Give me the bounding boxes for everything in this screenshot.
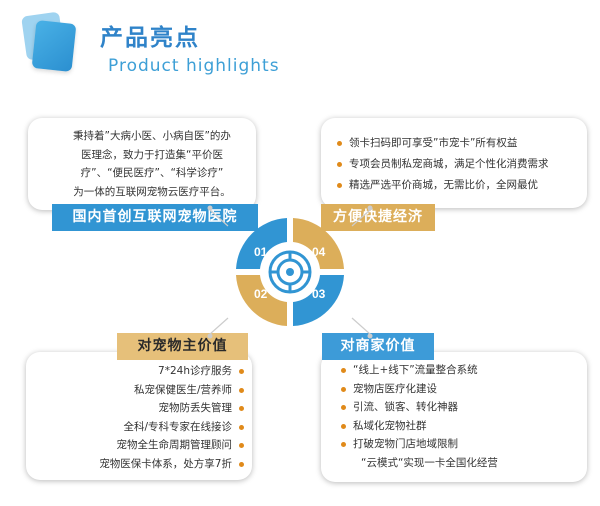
- description-line: 医理念，致力于打造集“平价医: [81, 148, 223, 161]
- card-description: 秉持着”大病小医、小病自医”的办 医理念，致力于打造集“平价医 疗”、“便民医疗…: [56, 127, 248, 201]
- quadrant-03: [293, 275, 344, 326]
- bullet-dot-icon: [337, 183, 342, 188]
- connector-dot: [207, 333, 213, 339]
- list-item: “线上+线下”流量整合系统: [339, 361, 498, 380]
- connector-dot: [367, 333, 373, 339]
- list-item: 打破宠物门店地域限制: [339, 435, 498, 454]
- bullet-dot-icon: [239, 387, 244, 393]
- convenience-list: 领卡扫码即可享受”市宠卡”所有权益 专项会员制私宠商城，满足个性化消费需求 精选…: [335, 133, 549, 196]
- target-icon: [268, 250, 312, 294]
- list-item: 宠物店医疗化建设: [339, 380, 498, 399]
- bullet-dot-icon: [341, 423, 346, 429]
- connector-dot: [367, 205, 373, 211]
- list-item: “云模式“实现一卡全国化经营: [361, 456, 498, 469]
- list-item: 宠物防丢失管理: [36, 399, 246, 418]
- card-convenience: 领卡扫码即可享受”市宠卡”所有权益 专项会员制私宠商城，满足个性化消费需求 精选…: [321, 118, 587, 208]
- connector-line: [351, 208, 371, 227]
- label-internet-hospital: 国内首创互联网宠物医院: [52, 204, 258, 231]
- card-pet-owner-value: 7*24h诊疗服务 私宠保健医生/营养师 宠物防丢失管理 全科/专科专家在线接诊…: [26, 352, 252, 480]
- list-item: 宠物全生命周期管理顾问: [36, 436, 246, 455]
- quadrant-number: 04: [312, 245, 326, 259]
- description-line: 疗”、“便民医疗”、“科学诊疗”: [80, 167, 224, 179]
- connector-line: [209, 317, 229, 336]
- description-line: 秉持着”大病小医、小病自医”的办: [73, 130, 231, 142]
- label-merchant-value: 对商家价值: [322, 333, 434, 360]
- center-hub: 01 04 02 03: [207, 205, 373, 339]
- card-internet-hospital: 秉持着”大病小医、小病自医”的办 医理念，致力于打造集“平价医 疗”、“便民医疗…: [28, 118, 256, 210]
- description-line: 为一体的互联网宠物云医疗平台。: [73, 185, 231, 198]
- bullet-dot-icon: [239, 406, 244, 411]
- list-item: 私域化宠物社群: [339, 417, 498, 436]
- list-item: 私宠保健医生/营养师: [36, 381, 246, 400]
- merchant-value-list: “线上+线下”流量整合系统 宠物店医疗化建设 引流、锁客、转化神器 私域化宠物社…: [339, 361, 498, 472]
- list-item: 宠物医保卡体系，处方享7折: [36, 455, 246, 474]
- bullet-dot-icon: [341, 368, 346, 373]
- bullet-dot-icon: [239, 369, 244, 374]
- connector-dot: [207, 205, 213, 211]
- list-item: 领卡扫码即可享受”市宠卡”所有权益: [335, 133, 549, 154]
- bullet-dot-icon: [337, 162, 342, 167]
- bullet-dot-icon: [337, 141, 342, 146]
- bullet-dot-icon: [341, 386, 346, 392]
- pet-owner-value-list: 7*24h诊疗服务 私宠保健医生/营养师 宠物防丢失管理 全科/专科专家在线接诊…: [36, 362, 246, 473]
- quadrant-04: [293, 218, 344, 269]
- quadrant-01: [236, 218, 287, 269]
- quadrant-number: 01: [254, 245, 268, 259]
- page-subtitle: Product highlights: [108, 56, 280, 76]
- bullet-dot-icon: [239, 443, 244, 448]
- quadrant-02: [236, 275, 287, 326]
- bullet-dot-icon: [239, 424, 244, 430]
- bullet-dot-icon: [341, 442, 346, 447]
- connector-line: [351, 317, 371, 336]
- list-item: 7*24h诊疗服务: [36, 362, 246, 381]
- bullet-dot-icon: [341, 405, 346, 410]
- label-pet-owner-value: 对宠物主价值: [117, 333, 248, 360]
- page-title: 产品亮点: [100, 25, 200, 51]
- connector-line: [209, 208, 229, 227]
- quadrant-number: 02: [254, 287, 268, 301]
- list-item: 专项会员制私宠商城，满足个性化消费需求: [335, 154, 549, 175]
- logo-icon: [31, 20, 77, 72]
- list-item: 引流、锁客、转化神器: [339, 398, 498, 417]
- card-merchant-value: “线上+线下”流量整合系统 宠物店医疗化建设 引流、锁客、转化神器 私域化宠物社…: [321, 352, 587, 482]
- list-item: 精选严选平价商城，无需比价，全网最优: [335, 175, 549, 196]
- bullet-dot-icon: [239, 461, 244, 467]
- list-item: 全科/专科专家在线接诊: [36, 418, 246, 437]
- quadrant-number: 03: [312, 287, 326, 301]
- label-convenience: 方便快捷经济: [321, 204, 435, 231]
